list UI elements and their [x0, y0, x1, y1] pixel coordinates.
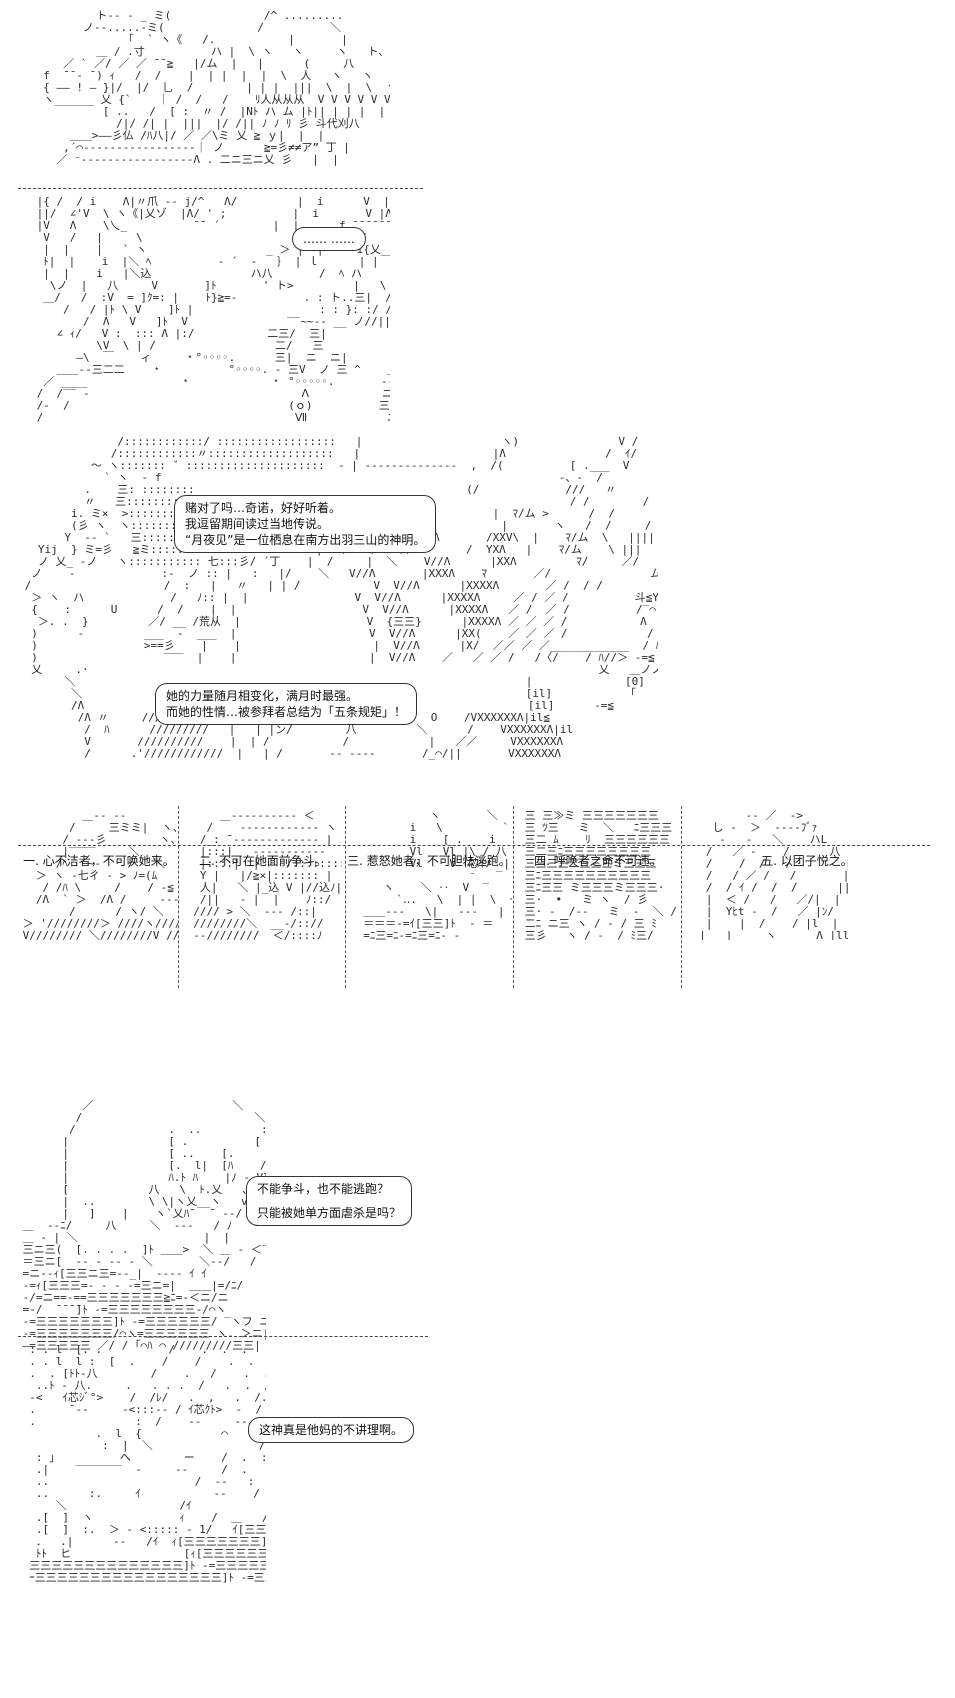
rule-4-caption: 四. 呼唤者之命不可违。 — [534, 854, 662, 868]
bubble-line: 我逗留期间读过当地传说。 — [185, 517, 330, 531]
panel-divider — [681, 806, 682, 988]
explanation-speech-bubble-bottom: 她的力量随月相变化，满月时最强。 而她的性情…被参拜者总结为「五条规矩」！ — [155, 683, 418, 725]
explanation-speech-bubble-top: 赌对了吗…奇诺，好好听着。 我逗留期间读过当地传说。 “月夜见”是一位栖息在南方… — [174, 495, 437, 553]
bubble-line: 而她的性情…被参拜者总结为「五条规矩」！ — [166, 705, 407, 719]
bubble-line: 这神真是他妈的不讲理啊。 — [259, 1423, 404, 1437]
bubble-line: 她的力量随月相变化，满月时最强。 — [166, 689, 359, 703]
rule-5-art: ‐‐ ／ ‐> し ‐ ＞ ‐‐--ﾌﾞｧ ‐ ‐ ＼ ハL / ／ ‐ / 八… — [699, 810, 848, 940]
panel-divider — [513, 806, 514, 988]
rule-3-art: ヽ ＼ i \ ` i [_. i Vl Vl |\ / 八 Vl V ｲ芯ｲｿ… — [363, 810, 512, 940]
scene-divider-4 — [18, 1336, 428, 1337]
dots-text: …… …… — [303, 232, 355, 246]
bubble-line: “月夜见”是一位栖息在南方出羽三山的神明。 — [185, 533, 426, 547]
ascii-art-scene4: ／ ＼ / ＼ / . .. : ] | [ . [ ]ﾉ | [ .. [. … — [22, 1100, 266, 1352]
rule-1-art: ＿-‐ ‐- / 三ミミ| ヽ、 / ‐‐‐彡 ヽ、 |‾‾‾‾ ＼ ヽ /ﾍ … — [22, 810, 178, 940]
panel-divider — [345, 806, 346, 988]
bubble-line: 赌对了吗…奇诺，好好听着。 — [185, 501, 342, 515]
rule-4-art: 三 三≫ミ 三三三三三三三 三 ﾂ三 ミ ＼ ﾆ三三三 三二 ﾑ ﾘ 三三三三三… — [524, 810, 677, 940]
rules-caption-divider — [18, 845, 930, 846]
rule-2-art: ＿‐‐--‐‐‐‐‐‐ ＜ / ‐‐‐‐‐‐‐‐‐‐‐‐ ヽ /_: ̄ ‐‐‐… — [193, 810, 342, 940]
scene5-speech-bubble: 这神真是他妈的不讲理啊。 — [248, 1417, 415, 1443]
bubble-line: 只能被她单方面虐杀是吗？ — [257, 1206, 402, 1220]
rule-3-caption: 三. 惹怒她者，不可胆怯逃跑。 — [347, 854, 511, 868]
rule-2-caption: 二. 不可在她面前争斗。 — [199, 854, 327, 868]
scene4-speech-bubble: 不能争斗，也不能逃跑？ 只能被她单方面虐杀是吗？ — [246, 1176, 413, 1226]
dots-speech-bubble: …… …… — [292, 227, 366, 251]
bubble-line: 不能争斗，也不能逃跑？ — [257, 1182, 390, 1196]
rule-1-caption: 一. 心不洁者，不可唤她来。 — [23, 854, 175, 868]
rule-5-caption: 五. 以团子悦之。 — [761, 854, 853, 868]
ascii-art-scene5: : . l [. . / . . . / . || . . l l : [ . … — [29, 1344, 266, 1584]
scene-divider-1 — [18, 188, 423, 189]
ascii-art-scene2: /::::::::::::/ :::::::::::::::::: | ヽ) V… — [24, 436, 658, 760]
panel-divider — [178, 806, 179, 988]
ascii-art-scene1-top: ト-- ‐ _ ミ( /^ ......... ノ--.....-ミ( / ＼ … — [43, 10, 390, 166]
